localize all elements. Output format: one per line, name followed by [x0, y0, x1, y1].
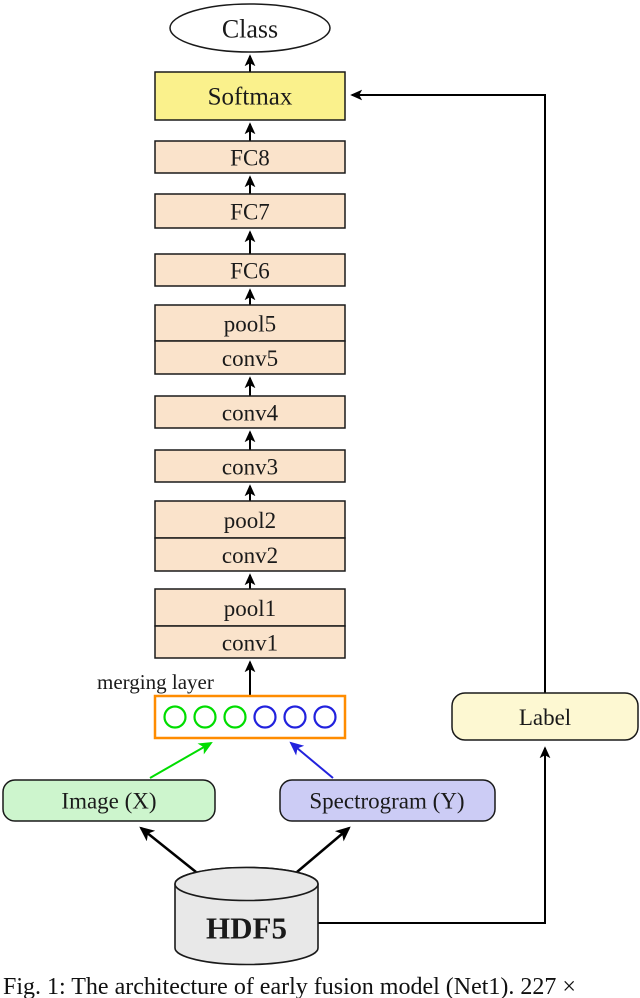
- fc7-label: FC7: [230, 200, 270, 225]
- blue-neuron-circle: [313, 705, 337, 729]
- spectrogram-box: [279, 779, 496, 822]
- merging-layer-box: [153, 694, 347, 740]
- blue-neuron-circle: [283, 705, 307, 729]
- hdf5-cylinder-top: [174, 866, 319, 902]
- label-box: [451, 692, 639, 741]
- label-to-softmax-line: [350, 89, 546, 693]
- softmax-box: [154, 71, 346, 121]
- conv1-label: conv1: [222, 631, 278, 656]
- arrow-hdf5-to-image: [139, 826, 197, 873]
- image-box: [2, 779, 216, 822]
- pool1-label: pool1: [224, 596, 276, 621]
- label-node-text: Label: [519, 705, 571, 730]
- conv4-box: [154, 395, 346, 429]
- hdf5-label: HDF5: [206, 911, 287, 946]
- conv2-box: [154, 537, 346, 572]
- pool2-label: pool2: [224, 508, 276, 533]
- pool5-label: pool5: [224, 312, 276, 337]
- class-label: Class: [222, 15, 278, 44]
- fc8-label: FC8: [230, 146, 270, 171]
- figure-caption: Fig. 1: The architecture of early fusion…: [3, 974, 576, 998]
- spectrogram-label: Spectrogram (Y): [309, 789, 464, 814]
- conv4-label: conv4: [222, 401, 279, 426]
- conv5-box: [154, 340, 346, 375]
- pool1-box: [154, 588, 346, 627]
- hdf5-to-label-line: [318, 746, 551, 924]
- fc7-box: [154, 193, 346, 229]
- image-label: Image (X): [61, 789, 156, 814]
- conv1-box: [154, 625, 346, 659]
- fc8-box: [154, 140, 346, 174]
- blue-neuron-circle: [253, 705, 277, 729]
- layer-stack: [154, 140, 346, 659]
- softmax-label: Softmax: [208, 84, 293, 111]
- conv3-label: conv3: [222, 455, 278, 480]
- arrow-image-to-merging: [149, 741, 213, 779]
- conv5-label: conv5: [222, 346, 278, 371]
- green-neuron-circle: [163, 705, 187, 729]
- green-neuron-circle: [223, 705, 247, 729]
- pool5-box: [154, 304, 346, 342]
- fc6-label: FC6: [230, 259, 270, 284]
- arrow-spectrogram-to-merging: [289, 741, 334, 779]
- layer-labels: FC8 FC7 FC6 pool5 conv5 conv4 conv3 pool…: [222, 146, 279, 656]
- class-ellipse: [169, 3, 331, 53]
- green-neuron-circle: [193, 705, 217, 729]
- conv2-label: conv2: [222, 543, 278, 568]
- arrow-hdf5-to-spectrogram: [296, 826, 351, 873]
- merging-neurons: [163, 705, 337, 729]
- fc6-box: [154, 253, 346, 287]
- conv3-box: [154, 449, 346, 483]
- pool2-box: [154, 500, 346, 539]
- merging-layer-label: merging layer: [97, 670, 214, 694]
